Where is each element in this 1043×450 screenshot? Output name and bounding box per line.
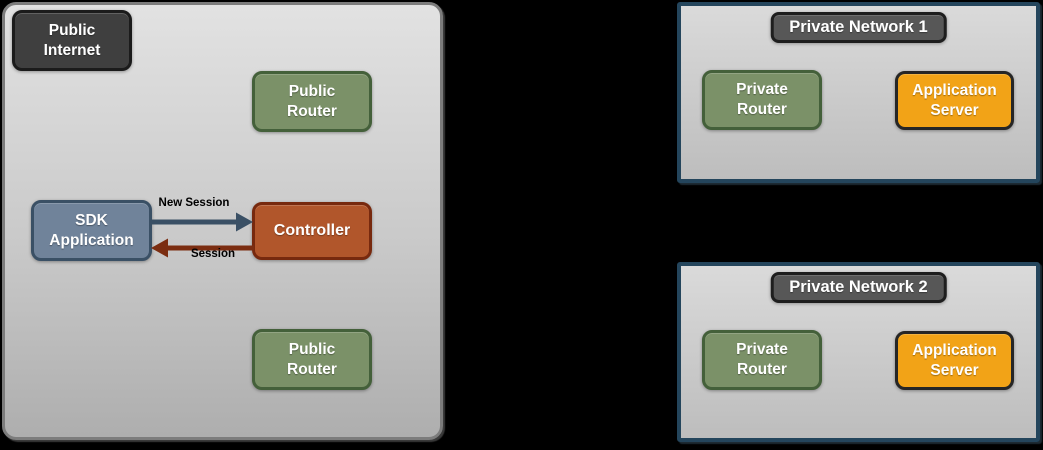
new-session-arrow: [150, 212, 253, 232]
private-network-1-zone: Private Network 1 Private Router Applica…: [677, 2, 1040, 183]
application-server-node-1: Application Server: [895, 71, 1014, 130]
session-arrow: [151, 238, 254, 258]
session-label: Session: [190, 248, 236, 260]
sdk-application-node: SDK Application: [31, 200, 152, 261]
application-server-node-2: Application Server: [895, 331, 1014, 390]
public-internet-badge: Public Internet: [12, 10, 132, 71]
private-router-node-2: Private Router: [702, 330, 822, 390]
new-session-label: New Session: [158, 197, 230, 209]
private-network-2-zone: Private Network 2 Private Router Applica…: [677, 262, 1040, 442]
session-arrows: [150, 212, 254, 258]
public-router-top-node: Public Router: [252, 71, 372, 132]
public-internet-zone: Public Internet Public Router SDK Applic…: [2, 2, 443, 440]
private-network-1-title: Private Network 1: [770, 12, 947, 43]
private-router-node-1: Private Router: [702, 70, 822, 130]
controller-node: Controller: [252, 202, 372, 260]
public-router-bottom-node: Public Router: [252, 329, 372, 390]
private-network-2-title: Private Network 2: [770, 272, 947, 303]
